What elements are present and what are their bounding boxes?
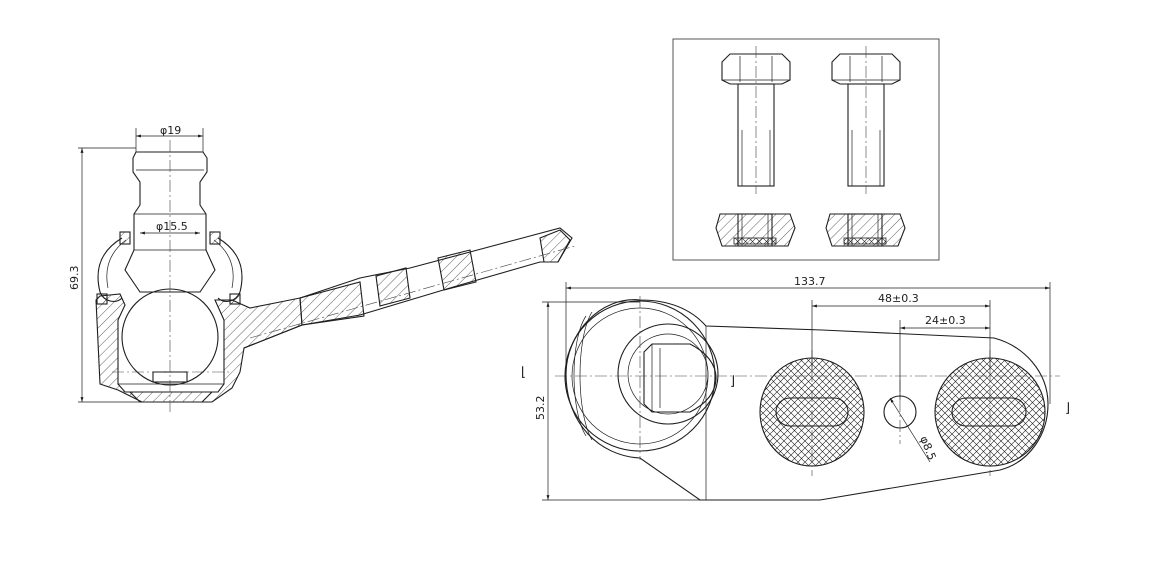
- dim-overall-length: 133.7: [794, 275, 826, 288]
- nut-left: [715, 213, 796, 247]
- dust-boot: [97, 237, 123, 302]
- bottom-cup: [129, 391, 213, 403]
- arm-plan-view: 133.7 48±0.3 24±0.3 53.2 φ8.5 ⌊ ⌋ ⌋: [521, 275, 1070, 501]
- bolt-left: [721, 46, 791, 194]
- arm-body-outline: [565, 299, 1049, 501]
- boot-ring-right: [209, 231, 221, 245]
- bearing-liner: [117, 320, 225, 385]
- section-mark-left: ⌊: [521, 365, 526, 380]
- dim-hole-offset: 24±0.3: [925, 314, 966, 327]
- nut-right: [825, 213, 906, 247]
- dim-slot-spacing: 48±0.3: [878, 292, 919, 305]
- dim-neck-diameter: φ15.5: [156, 220, 188, 233]
- dim-arm-width: 53.2: [534, 396, 547, 421]
- mount-slot-right: [951, 397, 1027, 427]
- section-mark-center: ⌋: [730, 374, 735, 389]
- fasteners-detail-box: [672, 38, 940, 261]
- dim-hole-diameter: φ8.5: [917, 434, 938, 462]
- boot-ring-left: [119, 231, 131, 245]
- dim-head-diameter: φ19: [160, 124, 181, 137]
- ball-pin: [124, 151, 216, 293]
- dim-overall-height: 69.3: [68, 266, 81, 291]
- ball-joint-section-view: φ19 φ15.5 69.3: [68, 124, 576, 412]
- section-mark-right: ⌋: [1065, 401, 1070, 416]
- stud-boss-inner: [617, 323, 719, 425]
- housing-section: [95, 293, 303, 403]
- bolt-right: [831, 46, 901, 194]
- fasteners-frame: [672, 38, 940, 261]
